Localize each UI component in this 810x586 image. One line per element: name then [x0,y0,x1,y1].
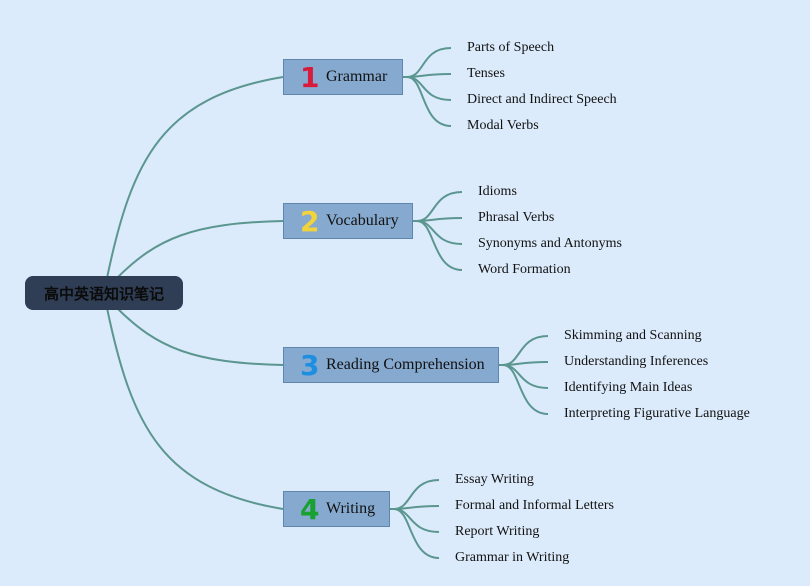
leaf-node[interactable]: Identifying Main Ideas [564,380,693,395]
branch-connector-reading-comprehension [116,307,284,366]
leaf-connector [499,364,549,389]
branch-label: Reading Comprehension [326,356,485,373]
branch-connector-writing [106,307,284,510]
leaf-connector [413,220,463,271]
branch-connector-vocabulary [116,220,284,279]
number-2-icon: 2 [300,205,320,238]
branch-node-grammar[interactable]: 1 Grammar [283,59,403,95]
leaf-connector [499,335,549,366]
root-label: 高中英语知识笔记 [43,284,164,303]
leaf-node[interactable]: Parts of Speech [467,40,555,55]
branch-node-reading-comprehension[interactable]: 3 Reading Comprehension [283,347,499,383]
number-4-icon: 4 [300,493,320,526]
leaf-connector [390,508,440,559]
branch-label: Grammar [326,68,388,85]
number-3-icon: 3 [300,349,320,382]
leaf-connector [403,47,452,78]
leaf-node[interactable]: Formal and Informal Letters [455,498,615,513]
leaf-connector [390,508,440,533]
leaf-connector [403,76,452,127]
leaf-node[interactable]: Grammar in Writing [455,550,570,565]
branch-connector-grammar [106,76,284,279]
leaf-node[interactable]: Direct and Indirect Speech [467,92,617,107]
leaf-connector [499,364,549,415]
leaf-node[interactable]: Word Formation [478,262,571,277]
leaf-node[interactable]: Interpreting Figurative Language [564,406,750,421]
branch-label: Writing [326,500,376,517]
leaf-node[interactable]: Essay Writing [455,472,534,487]
branch-node-writing[interactable]: 4 Writing [283,491,390,527]
leaf-connector [390,479,440,510]
root-node[interactable]: 高中英语知识笔记 [25,276,183,310]
leaf-node[interactable]: Phrasal Verbs [478,210,555,225]
leaf-node[interactable]: Tenses [467,66,505,81]
leaf-node[interactable]: Understanding Inferences [564,354,709,369]
branch-label: Vocabulary [326,212,399,229]
leaf-node[interactable]: Synonyms and Antonyms [478,236,622,251]
branch-node-vocabulary[interactable]: 2 Vocabulary [283,203,413,239]
leaf-connector [403,76,452,101]
leaf-node[interactable]: Modal Verbs [467,118,539,133]
leaf-node[interactable]: Report Writing [455,524,540,539]
leaf-node[interactable]: Skimming and Scanning [564,328,702,343]
leaf-node[interactable]: Idioms [478,184,517,199]
leaf-connector [413,191,463,222]
leaf-connector [413,220,463,245]
number-1-icon: 1 [300,61,320,94]
